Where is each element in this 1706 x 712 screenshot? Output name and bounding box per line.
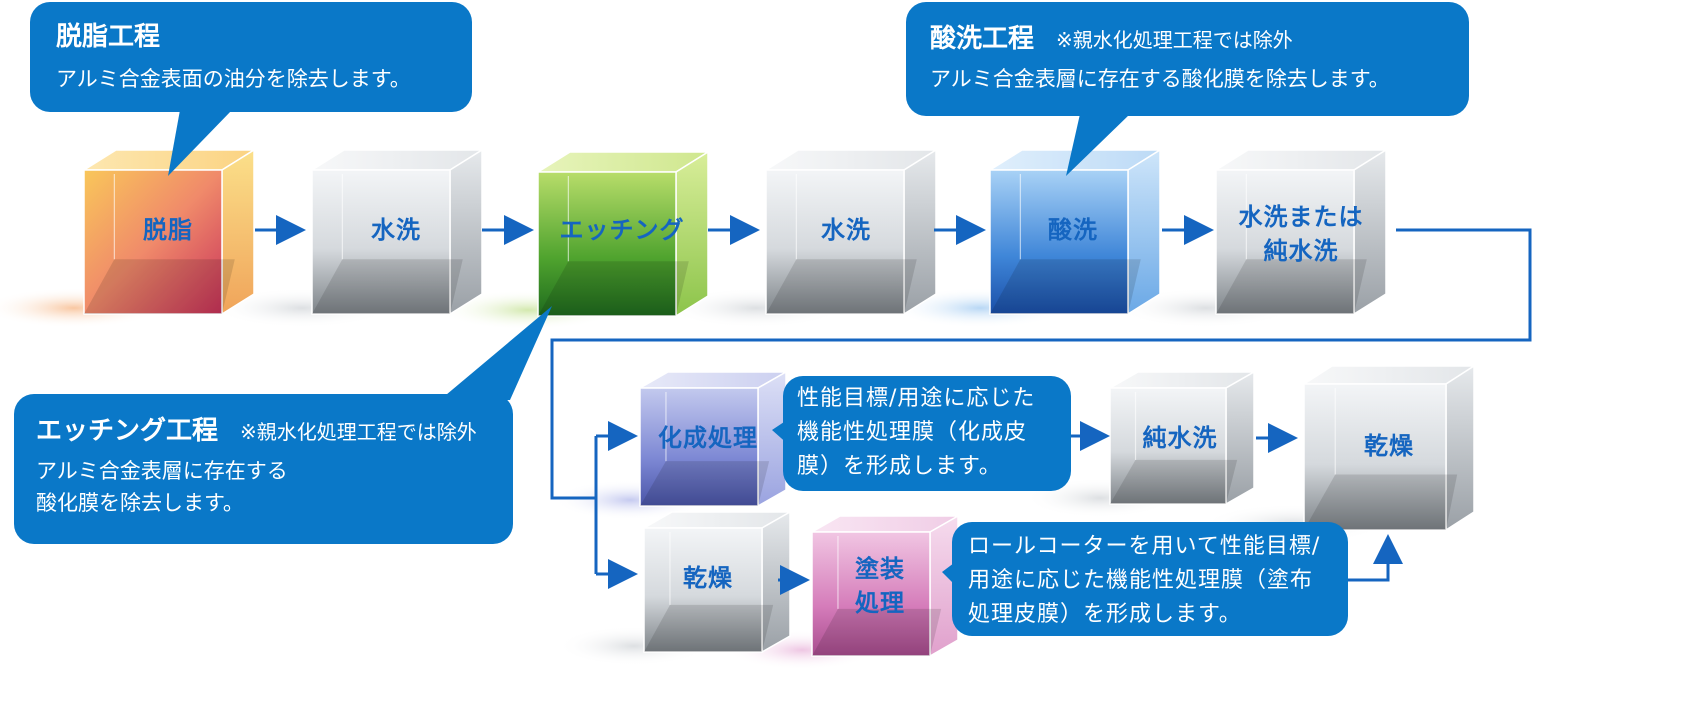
pickling-cube-front	[989, 169, 1129, 315]
step-rinse-or-pure-rinse-line2: 純水洗	[1263, 237, 1339, 265]
step-etching-label: エッチング	[559, 216, 685, 244]
pickling-callout-note: ※親水化処理工程では除外	[1056, 28, 1293, 52]
pure-rinse-cube-front	[1109, 387, 1227, 505]
chemical-callout: 性能目標/用途に応じた 機能性処理膜（化成皮 膜）を形成します。	[783, 376, 1071, 491]
etching-callout: エッチング工程 ※親水化処理工程では除外 アルミ合金表層に存在する 酸化膜を除去し…	[14, 394, 513, 544]
dry-final-cube-front	[1303, 383, 1447, 531]
degrease-callout-title: 脱脂工程	[56, 22, 161, 52]
coating-cube-front	[811, 531, 931, 657]
etching-cube	[535, 150, 711, 318]
pickling-callout-heading: 酸洗工程	[930, 24, 1035, 54]
pickling-callout-text: アルミ合金表層に存在する酸化膜を除去します。	[930, 67, 1390, 91]
step-dry-final-label: 乾燥	[1364, 432, 1414, 460]
step-pickling-label: 酸洗	[1048, 216, 1098, 244]
rinse-2-cube-floor	[766, 259, 917, 314]
etching-callout-line2: 酸化膜を除去します。	[36, 491, 244, 515]
rinse-2-cube-front	[765, 169, 905, 315]
chemical-callout-line2: 機能性処理膜（化成皮	[797, 420, 1028, 445]
step-rinse-2-label: 水洗	[821, 216, 871, 244]
chemical-callout-line3: 膜）を形成します。	[797, 454, 1002, 479]
pure-rinse-cube	[1107, 370, 1257, 506]
degrease-callout: 脱脂工程 アルミ合金表面の油分を除去します。	[30, 2, 472, 112]
step-rinse-or-pure-rinse-label: 水洗または 純水洗	[1239, 200, 1364, 268]
step-rinse-or-pure-rinse-line1: 水洗または	[1238, 203, 1364, 231]
coating-callout: ロールコーターを用いて性能目標/ 用途に応じた機能性処理膜（塗布 処理皮膜）を形…	[952, 522, 1348, 636]
chemical-conversion-cube-front	[639, 387, 759, 507]
rinse-1-cube	[309, 148, 485, 316]
degrease-cube-front	[83, 169, 223, 315]
degrease-cube	[81, 148, 257, 316]
flow-line-row1-to-row2	[550, 228, 1532, 500]
etching-callout-title: エッチング工程 ※親水化処理工程では除外	[36, 418, 477, 444]
step-coating-line2: 処理	[855, 589, 905, 617]
chemical-callout-line1: 性能目標/用途に応じた	[797, 386, 1036, 411]
pickling-callout-title: 酸洗工程 ※親水化処理工程では除外	[930, 26, 1293, 52]
coating-cube-floor	[812, 608, 942, 656]
degrease-callout-text: アルミ合金表面の油分を除去します。	[56, 67, 411, 91]
coating-callout-line1: ロールコーターを用いて性能目標/	[968, 534, 1321, 559]
dry-pre-cube	[641, 510, 793, 654]
degrease-cube-floor	[84, 259, 235, 314]
pickling-cube-floor	[990, 259, 1141, 314]
dry-final-cube-top	[1301, 365, 1477, 385]
rinse-2-cube	[763, 148, 939, 316]
chemical-conversion-cube-floor	[640, 461, 770, 506]
etching-cube-floor	[538, 261, 689, 316]
rinse-or-pure-rinse-cube-front	[1215, 169, 1355, 315]
arrow-coating-to-dry-final	[1348, 534, 1403, 582]
coating-callout-line3: 処理皮膜）を形成します。	[968, 602, 1242, 627]
pickling-callout: 酸洗工程 ※親水化処理工程では除外 アルミ合金表層に存在する酸化膜を除去します。	[906, 2, 1469, 116]
etching-callout-heading: エッチング工程	[36, 416, 219, 446]
dry-final-cube-floor	[1304, 474, 1458, 530]
etching-callout-line1: アルミ合金表層に存在する	[36, 459, 288, 483]
step-degrease-label: 脱脂	[143, 216, 193, 244]
step-dry-pre-label: 乾燥	[683, 564, 733, 592]
rinse-or-pure-rinse-cube	[1213, 148, 1389, 316]
step-rinse-1-label: 水洗	[371, 216, 421, 244]
dry-pre-cube-floor	[644, 604, 774, 652]
step-pure-rinse-label: 純水洗	[1142, 424, 1218, 452]
etching-callout-note: ※親水化処理工程では除外	[240, 420, 477, 444]
coating-cube	[809, 514, 961, 658]
dry-pre-cube-front	[643, 527, 763, 653]
pure-rinse-cube-floor	[1110, 459, 1238, 504]
pickling-cube	[987, 148, 1163, 316]
rinse-1-cube-floor	[312, 259, 463, 314]
etching-cube-front	[537, 171, 677, 317]
chemical-conversion-cube	[637, 370, 789, 508]
step-chemical-conversion-label: 化成処理	[658, 424, 758, 452]
step-coating-line1: 塗装	[855, 555, 905, 583]
step-coating-label: 塗装 処理	[855, 552, 905, 620]
rinse-1-cube-front	[311, 169, 451, 315]
rinse-or-pure-rinse-cube-floor	[1216, 259, 1367, 314]
dry-final-cube	[1301, 364, 1477, 532]
coating-callout-line2: 用途に応じた機能性処理膜（塗布	[968, 568, 1314, 593]
